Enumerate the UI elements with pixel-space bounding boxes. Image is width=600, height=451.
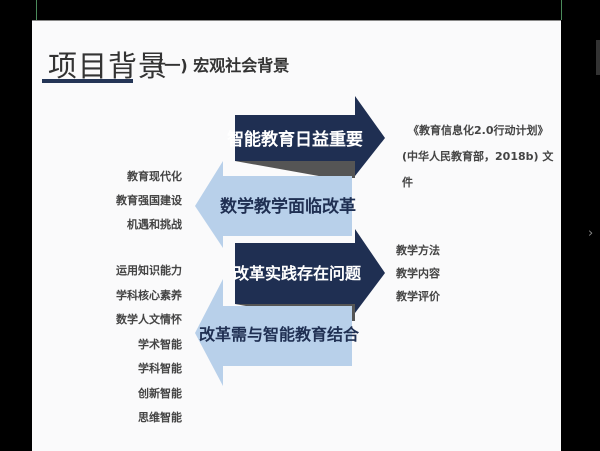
note-line: (中华人民教育部，2018b) 文件 — [402, 150, 554, 189]
next-slide-icon[interactable]: › — [588, 226, 594, 241]
list-item: 教学评价 — [396, 290, 440, 303]
list-item: 数学人文情怀 — [116, 313, 182, 326]
arrow-label-4: 改革需与智能教育结合 — [199, 325, 360, 344]
goals-list: 运用知识能力 学科核心素养 数学人文情怀 学术智能 学科智能 创新智能 思维智能 — [62, 259, 182, 431]
list-item: 教学方法 — [396, 244, 440, 257]
list-item: 教学内容 — [396, 267, 440, 280]
arrow-label-3: 改革实践存在问题 — [233, 264, 362, 283]
note-line: 《教育信息化2.0行动计划》 — [408, 124, 549, 137]
scrollbar[interactable] — [596, 40, 600, 75]
list-item: 教育强国建设 — [116, 194, 182, 207]
arrow-label-1: 智能教育日益重要 — [227, 129, 363, 150]
list-item: 学科智能 — [138, 362, 182, 375]
arrow-left-1 — [195, 161, 352, 248]
arrow-diagram: 智能教育日益重要 数学教学面临改革 改革实践存在问题 改革需与智能教育结合 — [195, 96, 385, 386]
arrow-left-2 — [195, 279, 352, 386]
list-item: 运用知识能力 — [116, 264, 182, 277]
slide-title: 项目背景 — [48, 49, 169, 83]
divider — [561, 0, 562, 20]
context-list: 教育现代化 教育强国建设 机遇和挑战 — [62, 165, 182, 237]
list-item: 教育现代化 — [127, 170, 182, 183]
viewer-top-bar — [0, 0, 600, 20]
title-underline — [42, 79, 133, 83]
policy-note: 《教育信息化2.0行动计划》 (中华人民教育部，2018b) 文件 — [402, 118, 561, 196]
slide: 项目背景 (一) 宏观社会背景 智能教育日益重要 数学教学面临改革 改革实践存在… — [32, 20, 561, 451]
arrow-right-1 — [235, 96, 385, 176]
list-item: 机遇和挑战 — [127, 218, 182, 231]
arrow-shadow — [235, 161, 355, 178]
list-item: 学科核心素养 — [116, 288, 182, 302]
arrow-label-2: 数学教学面临改革 — [220, 196, 356, 217]
list-item: 创新智能 — [138, 386, 182, 400]
list-item: 学术智能 — [138, 337, 182, 351]
slide-subtitle: (一) 宏观社会背景 — [157, 56, 290, 75]
arrow-right-2 — [235, 229, 385, 313]
list-item: 思维智能 — [138, 411, 182, 424]
divider — [36, 0, 37, 20]
problem-list: 教学方法 教学内容 教学评价 — [396, 239, 440, 308]
